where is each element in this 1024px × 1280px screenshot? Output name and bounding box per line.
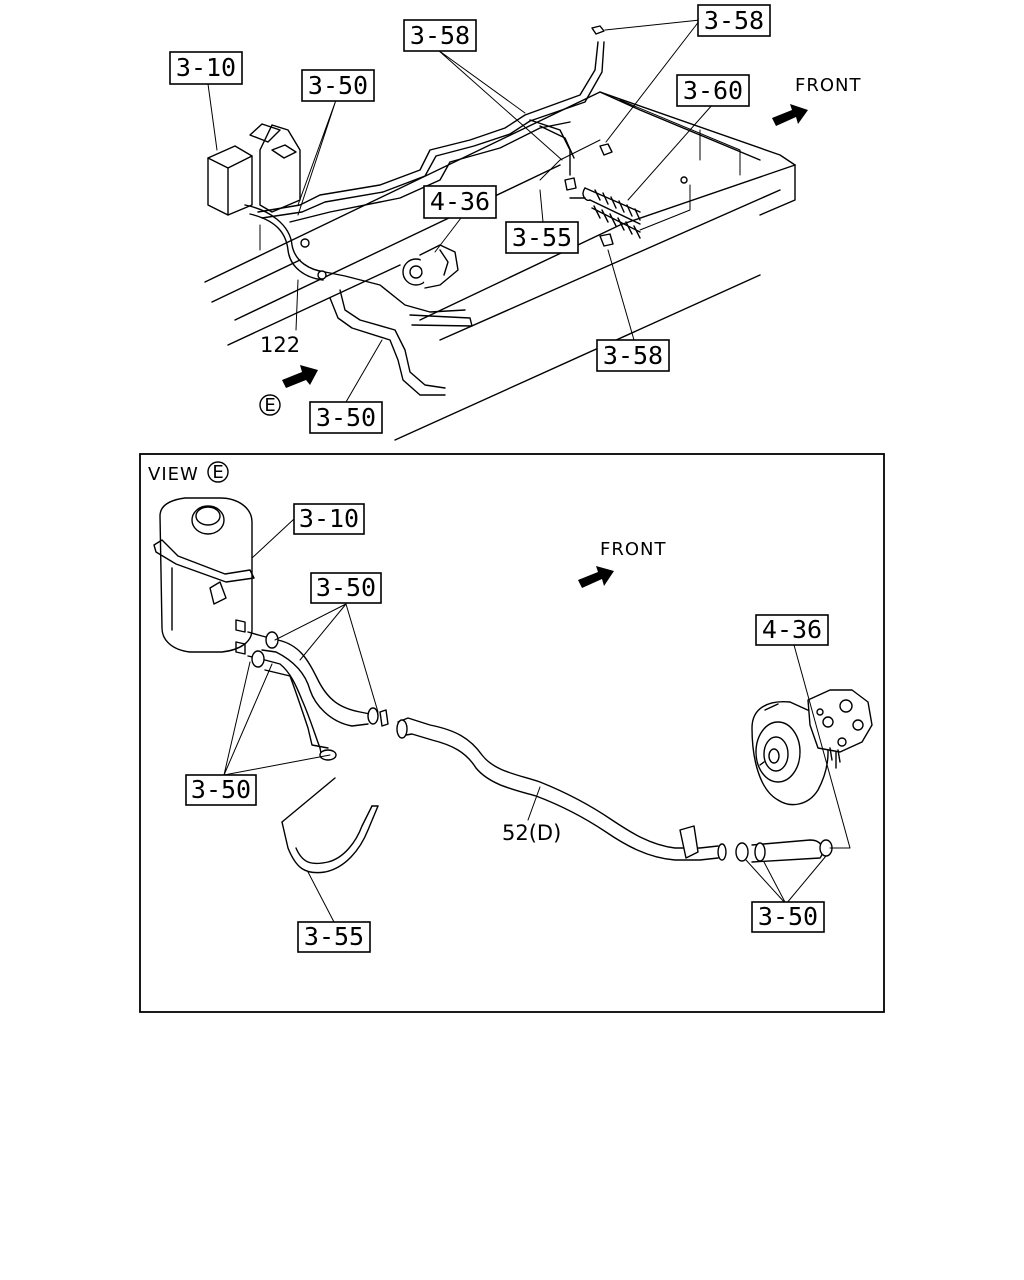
front-label-detail: FRONT <box>600 539 667 560</box>
svg-text:3-60: 3-60 <box>683 76 743 105</box>
view-marker-e: E <box>264 395 275 416</box>
svg-text:3-55: 3-55 <box>512 223 572 252</box>
svg-text:3-50: 3-50 <box>308 71 368 100</box>
view-title-circle <box>207 461 229 483</box>
bolt-icon <box>564 177 577 191</box>
bolt-icon <box>591 25 605 35</box>
view-title: VIEW <box>148 464 199 485</box>
callout-3-10-top: 3-10 <box>169 51 243 85</box>
svg-text:3-58: 3-58 <box>704 6 764 35</box>
cooler-coil <box>569 187 641 239</box>
frame-rails <box>204 91 796 441</box>
top-view: FRONT E 3-10 3-50 3-58 3-58 3-60 <box>169 4 862 441</box>
callout-3-58-bottom: 3-58 <box>596 339 670 372</box>
reservoir-tank-detail <box>153 497 255 655</box>
pump-small <box>402 244 459 289</box>
hoses-top <box>244 204 473 396</box>
svg-text:3-50: 3-50 <box>316 573 376 602</box>
label-52d: 52(D) <box>502 821 561 845</box>
callout-4-36-detail: 4-36 <box>755 614 829 646</box>
arrow-icon <box>772 104 808 126</box>
svg-text:3-58: 3-58 <box>603 341 663 370</box>
svg-text:4-36: 4-36 <box>762 615 822 644</box>
callout-3-10-detail: 3-10 <box>293 503 365 535</box>
callout-3-58-top-right: 3-58 <box>697 4 771 37</box>
leaders-detail <box>223 518 851 923</box>
return-pipe-detail <box>281 777 379 874</box>
detail-frame <box>139 453 885 1013</box>
front-label-top: FRONT <box>795 75 862 96</box>
clamps-right <box>735 839 833 863</box>
pump-detail <box>751 689 873 806</box>
label-122: 122 <box>260 333 300 357</box>
callout-3-50-top-left: 3-50 <box>301 69 375 102</box>
callout-3-50-detail-left: 3-50 <box>185 774 257 806</box>
view-marker-circle <box>259 394 281 416</box>
svg-text:4-36: 4-36 <box>430 187 490 216</box>
svg-text:3-55: 3-55 <box>304 922 364 951</box>
callout-3-55-top: 3-55 <box>505 221 579 254</box>
callout-3-50-detail-right: 3-50 <box>751 901 825 933</box>
callout-4-36-top: 4-36 <box>423 185 497 219</box>
callout-3-50-detail-top: 3-50 <box>310 572 382 604</box>
svg-text:3-50: 3-50 <box>758 902 818 931</box>
callout-3-55-detail: 3-55 <box>297 921 371 953</box>
svg-text:3-50: 3-50 <box>316 403 376 432</box>
front-arrow-detail: FRONT <box>578 539 667 588</box>
hoses-detail <box>247 631 389 761</box>
front-arrow-top: FRONT <box>772 75 862 126</box>
svg-text:3-10: 3-10 <box>299 504 359 533</box>
view-title-e: E <box>212 462 223 483</box>
reservoir-tank <box>207 123 301 216</box>
leaders-top <box>207 19 714 403</box>
arrow-icon <box>282 365 318 388</box>
pipe-52d <box>396 717 727 861</box>
svg-text:3-50: 3-50 <box>191 775 251 804</box>
bolt-icon <box>680 176 688 184</box>
bolt-icon <box>599 143 613 156</box>
callout-3-60: 3-60 <box>676 74 750 107</box>
svg-text:3-58: 3-58 <box>410 21 470 50</box>
svg-text:3-10: 3-10 <box>176 53 236 82</box>
callout-3-50-top-bottom: 3-50 <box>309 401 383 434</box>
bolt-icon <box>599 233 614 247</box>
bolt-icons <box>564 25 688 247</box>
callout-3-58-top-left: 3-58 <box>403 19 477 52</box>
pressure-lines <box>257 41 605 223</box>
arrow-icon <box>578 566 614 588</box>
detail-view: VIEW E <box>139 453 885 1013</box>
view-e-arrow: E <box>259 365 318 416</box>
